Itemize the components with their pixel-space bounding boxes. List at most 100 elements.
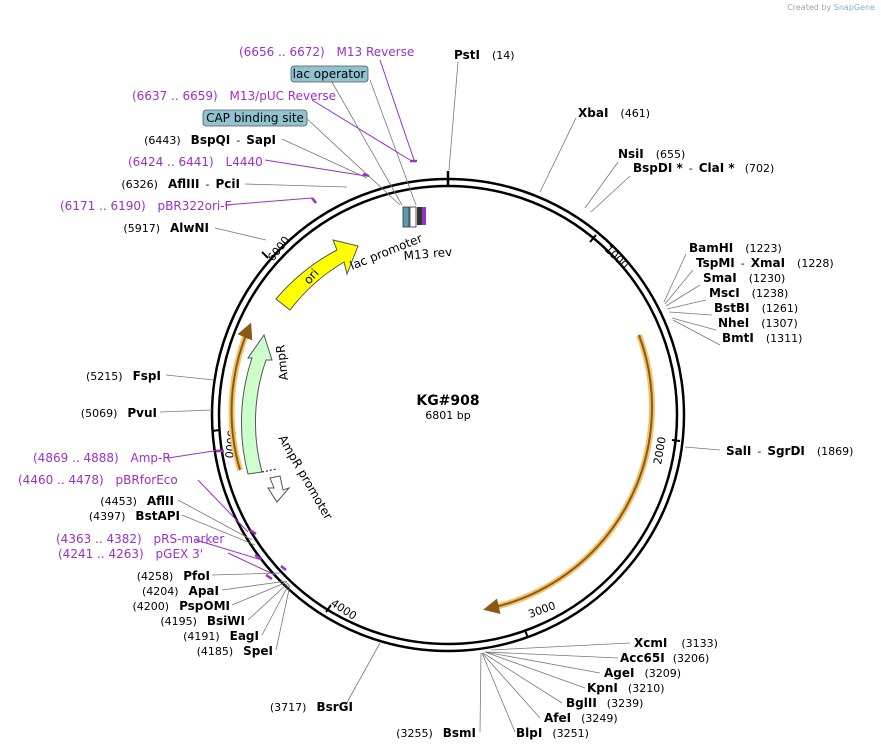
enzyme-name: SalI	[726, 444, 751, 458]
enzyme-name: SpeI	[243, 644, 273, 658]
enzyme-acc65i: Acc65I (3206)	[620, 651, 709, 665]
enzyme-bstapi: (4397)BstAPI	[89, 509, 180, 523]
enzyme-bspdi: BspDI *-ClaI *(702)	[633, 161, 774, 175]
plasmid-name: KG#908	[416, 393, 479, 409]
enzyme-pos: (6443)	[144, 134, 181, 147]
lac-operator-label: lac operator	[293, 67, 366, 81]
primer-amp-r: (4869 .. 4888) Amp-R	[33, 451, 171, 465]
primer-m13-puc-reverse: (6637 .. 6659) M13/pUC Reverse	[132, 89, 336, 103]
primer-name: pRS-marker	[154, 532, 225, 546]
backbone	[210, 171, 686, 653]
enzyme-name: EagI	[230, 629, 259, 643]
lac-region: lac promoter M13 rev	[348, 206, 453, 273]
enzyme-name: BamHI	[689, 241, 733, 255]
enzyme-name: XcmI	[634, 636, 667, 650]
enzyme-bsmi: (3255) BsmI	[396, 726, 476, 740]
enzyme-pos: (1311)	[766, 332, 803, 345]
feature-arc-left-line	[230, 322, 253, 471]
enzyme-pos: (4195)	[160, 615, 197, 628]
enzyme-name: BsrGI	[316, 700, 353, 714]
enzyme-pos: (1261)	[762, 302, 799, 315]
enzyme-labels: PstI(14) XbaI(461) NsiI(655) BspDI *-Cla…	[81, 48, 854, 740]
snapgene-credit: Created by SnapGene	[787, 3, 875, 12]
enzyme-bamhi: BamHI(1223)	[689, 241, 782, 255]
enzyme-name: FspI	[133, 369, 161, 383]
enzyme-pos: (5917)	[123, 222, 160, 235]
enzyme-name: Acc65I	[620, 651, 665, 665]
primer-range: (4241 .. 4263)	[58, 547, 144, 561]
enzyme-name: KpnI	[587, 681, 618, 695]
enzyme-name: AgeI	[604, 666, 634, 680]
credit-brand: SnapGene	[833, 3, 875, 12]
primer-name: M13/pUC Reverse	[230, 89, 337, 103]
enzyme-pos: (4453)	[100, 495, 137, 508]
primer-pbrforeco: (4460 .. 4478) pBRforEco	[18, 473, 178, 487]
cap-binding-site-label: CAP binding site	[206, 111, 304, 125]
enzyme-pos: (5215)	[86, 370, 123, 383]
primer-range: (4869 .. 4888)	[33, 451, 119, 465]
ampr-promoter-label: AmpR promoter	[275, 433, 335, 523]
primer-pgex-3: (4241 .. 4263) pGEX 3'	[58, 547, 203, 561]
enzyme-name: NheI	[718, 316, 749, 330]
enzyme-pos: (1228)	[797, 257, 834, 270]
enzyme-name-2: ClaI *	[699, 161, 736, 175]
tick-1000: 1000	[602, 243, 631, 272]
enzyme-name: PstI	[454, 48, 480, 62]
enzyme-pos: (4204)	[142, 585, 179, 598]
enzyme-xbai: XbaI(461)	[578, 106, 650, 120]
enzyme-pos: (4397)	[89, 510, 126, 523]
enzyme-leaders	[159, 61, 721, 733]
enzyme-name: SmaI	[703, 271, 737, 285]
primer-marks	[216, 159, 417, 581]
enzyme-fspi: (5215) FspI	[86, 369, 161, 383]
enzyme-name-2: XmaI	[751, 256, 785, 270]
enzyme-pos: (4200)	[132, 600, 169, 613]
enzyme-name: BspQI	[191, 133, 231, 147]
enzyme-pos: (702)	[745, 162, 775, 175]
enzyme-aflii: (4453) AflII	[100, 494, 174, 508]
enzyme-name: ApaI	[189, 584, 219, 598]
enzyme-name-2: PciI	[216, 177, 241, 191]
enzyme-apai: (4204) ApaI	[142, 584, 219, 598]
enzyme-pos: (3239)	[607, 697, 644, 710]
ampr-feature: AmpR	[241, 333, 291, 475]
enzyme-name: BsmI	[443, 726, 476, 740]
enzyme-pos: (3251)	[552, 727, 589, 740]
enzyme-name: BlpI	[516, 726, 542, 740]
enzyme-blpi: BlpI (3251)	[516, 726, 589, 740]
primer-name: L4440	[226, 155, 263, 169]
enzyme-pos: (14)	[492, 49, 515, 62]
enzyme-name: NsiI	[618, 147, 644, 161]
enzyme-pos: (655)	[656, 148, 686, 161]
enzyme-name: PfoI	[183, 569, 210, 583]
primer-m13-reverse: (6656 .. 6672) M13 Reverse	[239, 45, 414, 59]
primer-name: pBRforEco	[116, 473, 178, 487]
enzyme-name-2: SgrDI	[767, 444, 805, 458]
m13-rev-label: M13 rev	[403, 245, 453, 263]
enzyme-name: AflIII	[168, 177, 200, 191]
enzyme-bmti: BmtI (1311)	[722, 331, 802, 345]
primer-leaders	[167, 59, 415, 576]
enzyme-agei: AgeI(3209)	[604, 666, 681, 680]
cap-binding-site-box: CAP binding site	[202, 109, 308, 127]
enzyme-kpni: KpnI (3210)	[587, 681, 664, 695]
primer-range: (4460 .. 4478)	[18, 473, 104, 487]
enzyme-bglii: BglII(3239)	[566, 696, 643, 710]
enzyme-pos: (3255)	[396, 727, 433, 740]
primer-range: (6637 .. 6659)	[132, 89, 218, 103]
enzyme-eagi: (4191)EagI	[183, 629, 259, 643]
enzyme-xcmi: XcmI(3133)	[634, 636, 718, 650]
enzyme-name: BstBI	[714, 301, 750, 315]
enzyme-bsrgi: (3717)BsrGI	[270, 700, 353, 714]
enzyme-name: BmtI	[722, 331, 754, 345]
enzyme-pos: (1307)	[761, 317, 798, 330]
tick-6000: 6000	[265, 234, 292, 264]
enzyme-name: AflII	[147, 494, 174, 508]
enzyme-afei: AfeI(3249)	[544, 711, 618, 725]
enzyme-sali: SalI-SgrDI(1869)	[726, 444, 853, 458]
enzyme-pos: (4185)	[197, 645, 234, 658]
enzyme-pos: (3210)	[628, 682, 665, 695]
credit-text: Created by	[787, 3, 832, 12]
enzyme-pos: (3206)	[673, 652, 710, 665]
